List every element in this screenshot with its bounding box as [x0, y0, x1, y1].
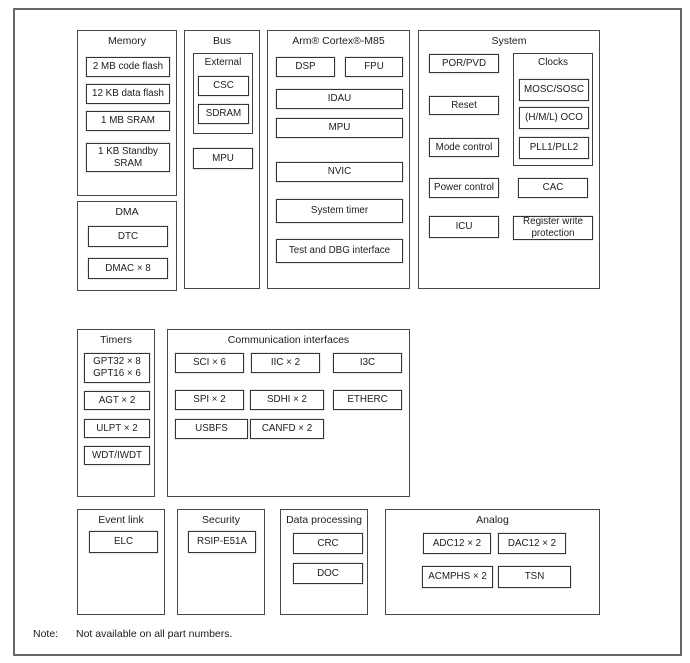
- dma-title: DMA: [115, 206, 139, 218]
- bus-block-mpu: MPU: [193, 148, 253, 169]
- analog-block-acmphs: ACMPHS × 2: [422, 566, 493, 588]
- system-block-mode-control: Mode control: [429, 138, 499, 157]
- communication-interfaces-title: Communication interfaces: [227, 334, 350, 346]
- system-clocks-subgroup: Clocks MOSC/SOSC (H/M/L) OCO PLL1/PLL2: [513, 53, 593, 166]
- system-block-cac: CAC: [518, 178, 588, 198]
- timers-group: Timers GPT32 × 8 GPT16 × 6 AGT × 2 ULPT …: [77, 329, 155, 497]
- bus-block-csc: CSC: [198, 76, 249, 96]
- analog-block-tsn: TSN: [498, 566, 571, 588]
- analog-group: Analog ADC12 × 2 DAC12 × 2 ACMPHS × 2 TS…: [385, 509, 600, 615]
- memory-group: Memory 2 MB code flash 12 KB data flash …: [77, 30, 177, 196]
- memory-block-sram: 1 MB SRAM: [86, 111, 170, 131]
- cortex-block-mpu: MPU: [276, 118, 403, 138]
- system-clocks-title: Clocks: [537, 57, 568, 68]
- data-processing-block-doc: DOC: [293, 563, 363, 584]
- comm-block-i3c: I3C: [333, 353, 402, 373]
- system-block-icu: ICU: [429, 216, 499, 238]
- comm-block-etherc: ETHERC: [333, 390, 402, 410]
- bus-block-sdram: SDRAM: [198, 104, 249, 124]
- cortex-m85-group: Arm® Cortex®-M85 DSP FPU IDAU MPU NVIC S…: [267, 30, 410, 289]
- memory-title: Memory: [108, 35, 146, 47]
- cortex-block-nvic: NVIC: [276, 162, 403, 182]
- system-block-por-pvd: POR/PVD: [429, 54, 499, 73]
- system-block-oco: (H/M/L) OCO: [519, 107, 589, 129]
- data-processing-title: Data processing: [286, 514, 362, 526]
- system-block-pll: PLL1/PLL2: [519, 137, 589, 159]
- system-block-reset: Reset: [429, 96, 499, 115]
- dma-group: DMA DTC DMAC × 8: [77, 201, 177, 291]
- memory-block-code-flash: 2 MB code flash: [86, 57, 170, 77]
- bus-title: Bus: [212, 35, 232, 47]
- analog-block-adc: ADC12 × 2: [423, 533, 491, 554]
- memory-block-standby-sram: 1 KB Standby SRAM: [86, 143, 170, 172]
- analog-block-dac: DAC12 × 2: [498, 533, 566, 554]
- communication-interfaces-group: Communication interfaces SCI × 6 IIC × 2…: [167, 329, 410, 497]
- cortex-block-test-dbg: Test and DBG interface: [276, 239, 403, 263]
- timers-block-ulpt: ULPT × 2: [84, 419, 150, 438]
- security-block-rsip: RSIP-E51A: [188, 531, 256, 553]
- timers-title: Timers: [100, 334, 132, 346]
- event-link-block-elc: ELC: [89, 531, 158, 553]
- system-block-power-control: Power control: [429, 178, 499, 198]
- bus-external-subgroup: External CSC SDRAM: [193, 53, 253, 134]
- comm-block-sdhi: SDHI × 2: [250, 390, 324, 410]
- cortex-m85-title: Arm® Cortex®-M85: [292, 35, 385, 47]
- cortex-block-fpu: FPU: [345, 57, 403, 77]
- system-group: System POR/PVD Reset Mode control Power …: [418, 30, 600, 289]
- comm-block-spi: SPI × 2: [175, 390, 244, 410]
- timers-block-gpt: GPT32 × 8 GPT16 × 6: [84, 353, 150, 383]
- security-group: Security RSIP-E51A: [177, 509, 265, 615]
- dma-block-dtc: DTC: [88, 226, 168, 247]
- cortex-block-system-timer: System timer: [276, 199, 403, 223]
- system-block-mosc-sosc: MOSC/SOSC: [519, 79, 589, 101]
- note-text: Not available on all part numbers.: [76, 628, 233, 640]
- data-processing-block-crc: CRC: [293, 533, 363, 554]
- bus-group: Bus External CSC SDRAM MPU: [184, 30, 260, 289]
- analog-title: Analog: [476, 514, 509, 526]
- dma-block-dmac: DMAC × 8: [88, 258, 168, 279]
- bus-external-title: External: [204, 57, 242, 68]
- event-link-group: Event link ELC: [77, 509, 165, 615]
- timers-block-wdt: WDT/IWDT: [84, 446, 150, 465]
- system-title: System: [491, 35, 527, 47]
- data-processing-group: Data processing CRC DOC: [280, 509, 368, 615]
- security-title: Security: [202, 514, 240, 526]
- memory-block-data-flash: 12 KB data flash: [86, 84, 170, 104]
- timers-block-agt: AGT × 2: [84, 391, 150, 410]
- note-label: Note:: [33, 628, 59, 640]
- comm-block-usbfs: USBFS: [175, 419, 248, 439]
- cortex-block-idau: IDAU: [276, 89, 403, 109]
- cortex-block-dsp: DSP: [276, 57, 335, 77]
- comm-block-canfd: CANFD × 2: [250, 419, 324, 439]
- comm-block-iic: IIC × 2: [251, 353, 320, 373]
- system-block-register-write-protection: Register write protection: [513, 216, 593, 240]
- comm-block-sci: SCI × 6: [175, 353, 244, 373]
- event-link-title: Event link: [98, 514, 144, 526]
